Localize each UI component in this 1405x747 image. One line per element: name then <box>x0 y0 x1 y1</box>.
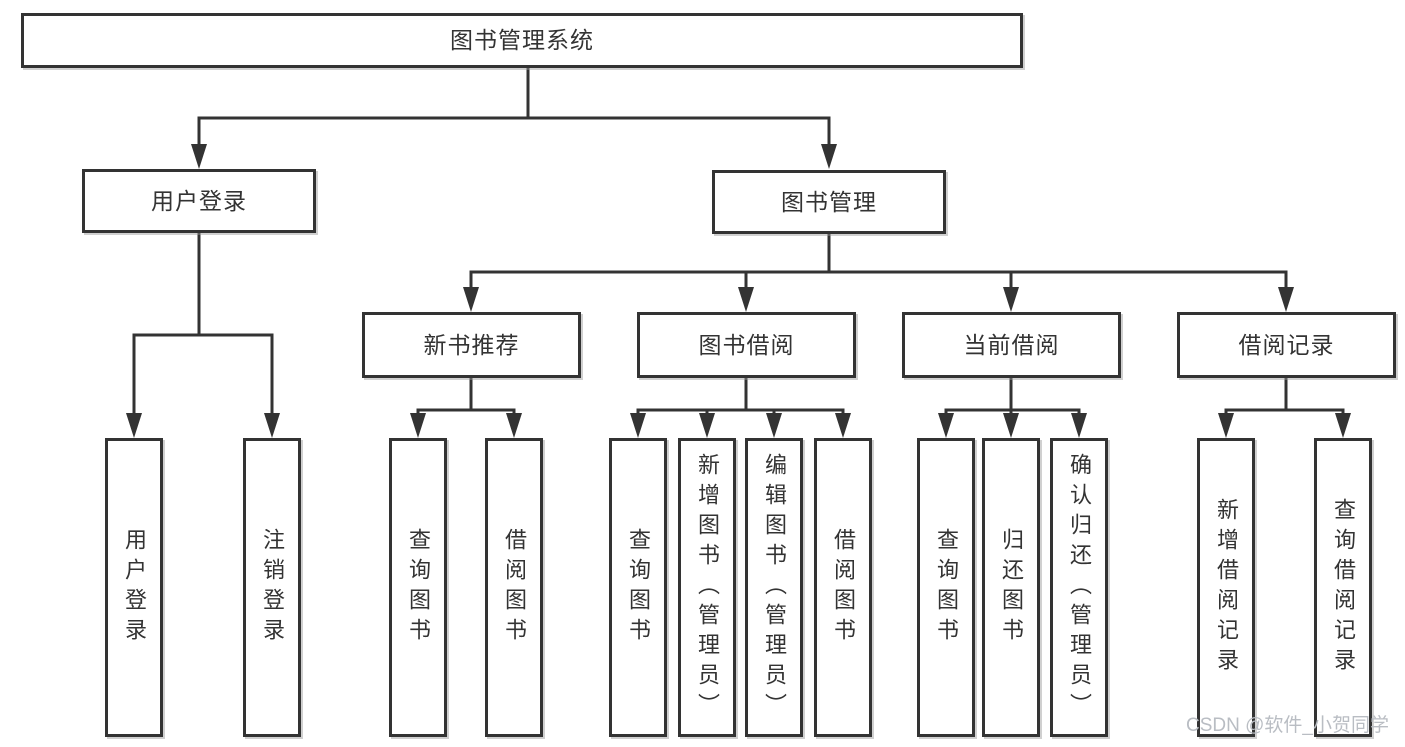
leaf-add-book-admin: 新增图书（管理员） <box>678 438 736 737</box>
leaf-return-book-label: 归还图书 <box>999 527 1024 648</box>
leaf-return-book: 归还图书 <box>982 438 1040 737</box>
leaf-edit-book-admin-label: 编辑图书（管理员） <box>762 452 787 723</box>
leaf-add-borrow-record-label: 新增借阅记录 <box>1214 497 1239 678</box>
leaf-borrow-books: 借阅图书 <box>814 438 872 737</box>
leaf-logout: 注销登录 <box>243 438 301 737</box>
leaf-query-books: 查询图书 <box>609 438 667 737</box>
node-user-login: 用户登录 <box>82 169 316 233</box>
leaf-query-borrow-record-label: 查询借阅记录 <box>1331 497 1356 678</box>
leaf-add-book-admin-label: 新增图书（管理员） <box>695 452 720 723</box>
leaf-query-books-label: 查询图书 <box>934 527 959 648</box>
leaf-query-books: 查询图书 <box>917 438 975 737</box>
edges-book-management-to-level3 <box>469 232 1288 292</box>
node-new-book-recommendation-label: 新书推荐 <box>423 331 520 358</box>
leaf-logout-label: 注销登录 <box>260 527 285 648</box>
edges-level3-to-leaves <box>416 376 1345 418</box>
leaf-borrow-books: 借阅图书 <box>485 438 543 737</box>
node-book-management-label: 图书管理 <box>781 188 877 215</box>
node-borrowing-records: 借阅记录 <box>1177 312 1396 378</box>
node-user-login-label: 用户登录 <box>151 187 247 214</box>
arrowheads-level3 <box>463 287 1294 312</box>
node-current-borrowing-label: 当前借阅 <box>963 331 1060 358</box>
node-book-borrowing: 图书借阅 <box>637 312 856 378</box>
edges-user-login-to-leaves <box>132 231 274 417</box>
leaf-edit-book-admin: 编辑图书（管理员） <box>745 438 803 737</box>
node-borrowing-records-label: 借阅记录 <box>1238 331 1335 358</box>
arrowheads-leaves <box>410 413 1351 438</box>
leaf-query-books-label: 查询图书 <box>406 527 431 648</box>
leaf-query-books-label: 查询图书 <box>626 527 651 648</box>
leaf-borrow-books-label: 借阅图书 <box>831 527 856 648</box>
node-book-borrowing-label: 图书借阅 <box>698 331 795 358</box>
csdn-watermark: CSDN @软件_小贺同学 <box>1186 715 1389 736</box>
leaf-confirm-return-admin-label: 确认归还（管理员） <box>1067 452 1092 723</box>
leaf-user-login-label: 用户登录 <box>122 527 147 648</box>
leaf-query-books: 查询图书 <box>389 438 447 737</box>
edges-root-to-level2 <box>197 66 831 149</box>
leaf-query-borrow-record: 查询借阅记录 <box>1314 438 1372 737</box>
arrowheads-user-login-leaves <box>126 413 280 438</box>
node-library-management-system-label: 图书管理系统 <box>450 27 594 54</box>
leaf-confirm-return-admin: 确认归还（管理员） <box>1050 438 1108 737</box>
node-library-management-system: 图书管理系统 <box>21 13 1023 68</box>
leaf-borrow-books-label: 借阅图书 <box>502 527 527 648</box>
node-new-book-recommendation: 新书推荐 <box>362 312 581 378</box>
leaf-add-borrow-record: 新增借阅记录 <box>1197 438 1255 737</box>
leaf-user-login: 用户登录 <box>105 438 163 737</box>
node-current-borrowing: 当前借阅 <box>902 312 1121 378</box>
arrowheads-level2 <box>191 144 837 169</box>
node-book-management: 图书管理 <box>712 170 946 234</box>
